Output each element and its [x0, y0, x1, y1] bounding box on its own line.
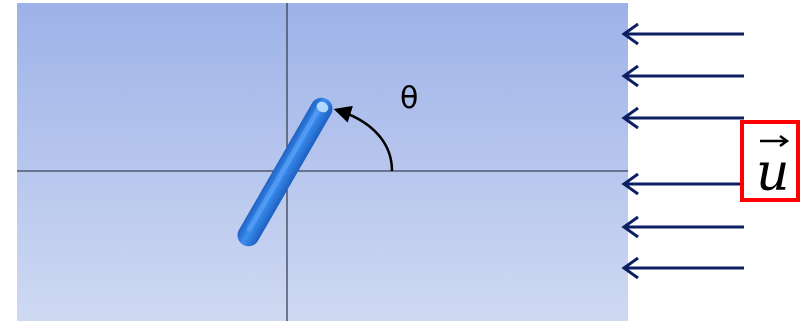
velocity-label: u: [756, 143, 790, 203]
flow-arrow: [621, 215, 744, 239]
flow-domain: [17, 3, 628, 321]
flow-arrow: [621, 64, 744, 88]
flow-arrow: [621, 172, 744, 196]
angle-arc-arrow: [333, 105, 394, 172]
flow-arrow: [621, 256, 744, 280]
rod: [237, 97, 333, 247]
flow-arrow: [621, 106, 744, 130]
angle-label: θ: [400, 81, 418, 116]
velocity-label-box: u: [740, 120, 800, 203]
flow-arrow: [621, 22, 744, 46]
vector-arrow-icon: [760, 134, 790, 148]
flow-arrows: [621, 22, 744, 280]
